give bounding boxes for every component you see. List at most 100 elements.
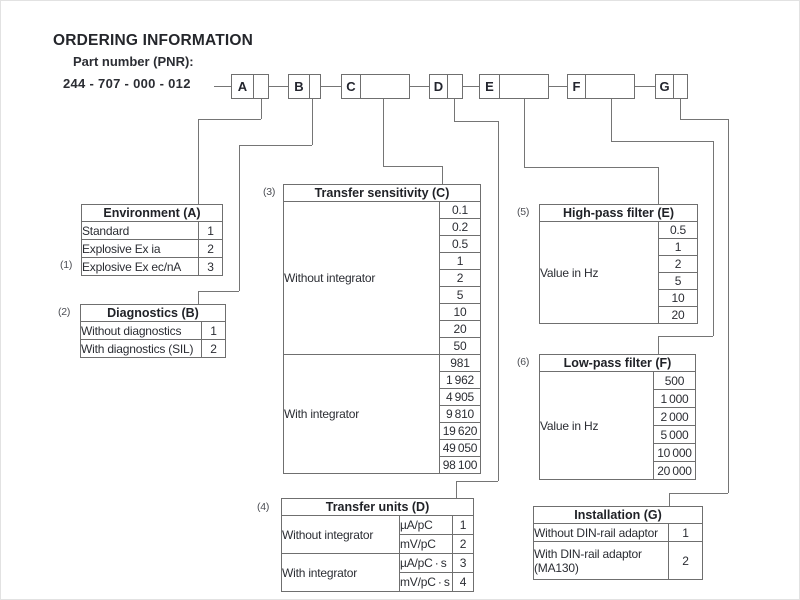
sensitivity-group-label: With integrator <box>283 354 440 474</box>
connector-line <box>454 99 455 121</box>
pnr-box-g-letter: G <box>656 75 674 98</box>
pnr-box-a-letter: A <box>232 75 254 98</box>
pnr-box-c-letter: C <box>342 75 361 98</box>
diagnostics-option: Without diagnostics <box>80 321 202 340</box>
transfer-sensitivity-table: Transfer sensitivity (C) Without integra… <box>283 184 481 474</box>
connector-line <box>198 119 199 204</box>
units-unit: µA/pC · s <box>399 553 453 573</box>
units-code: 4 <box>452 572 474 592</box>
connector-line <box>658 336 713 337</box>
sensitivity-value: 981 <box>439 354 481 372</box>
pnr-box-d-slot <box>448 75 462 98</box>
sensitivity-value: 1 962 <box>439 371 481 389</box>
installation-code: 2 <box>668 541 703 580</box>
highpass-value: 10 <box>658 289 698 307</box>
connector-line <box>198 291 199 304</box>
units-unit: µA/pC <box>399 515 453 535</box>
pnr-box-a: A <box>231 74 269 99</box>
connector-line <box>198 119 261 120</box>
connector-line <box>680 99 681 119</box>
lowpass-value: 500 <box>653 371 696 390</box>
sensitivity-value: 10 <box>439 303 481 321</box>
pnr-box-b-slot <box>310 75 320 98</box>
connector-line <box>410 86 429 87</box>
pnr-box-d: D <box>429 74 463 99</box>
connector-line <box>680 119 728 120</box>
pnr-box-b-letter: B <box>289 75 310 98</box>
connector-line <box>669 493 728 494</box>
connector-line <box>658 336 659 354</box>
pnr-box-f-slot <box>586 75 634 98</box>
pnr-box-e: E <box>479 74 549 99</box>
sensitivity-value: 0.2 <box>439 218 481 236</box>
lowpass-value: 10 000 <box>653 443 696 462</box>
connector-line <box>321 86 341 87</box>
sensitivity-value: 98 100 <box>439 456 481 474</box>
units-code: 3 <box>452 553 474 573</box>
diagnostics-option: With diagnostics (SIL) <box>80 339 202 358</box>
connector-line <box>524 99 525 167</box>
connector-line <box>214 86 231 87</box>
units-code: 1 <box>452 515 474 535</box>
highpass-value: 5 <box>658 272 698 290</box>
highpass-value: 20 <box>658 306 698 324</box>
connector-line <box>524 167 658 168</box>
units-group-label: With integrator <box>281 553 400 592</box>
sensitivity-value: 49 050 <box>439 439 481 457</box>
connector-line <box>456 481 498 482</box>
connector-line <box>611 99 612 141</box>
environment-option: Explosive Ex ia <box>81 239 199 258</box>
connector-line <box>239 145 240 291</box>
highpass-value: 2 <box>658 255 698 273</box>
installation-table-title: Installation (G) <box>533 506 703 524</box>
highpass-group-label: Value in Hz <box>539 221 659 324</box>
units-unit: mV/pC · s <box>399 572 453 592</box>
pnr-label: Part number (PNR): <box>73 54 194 69</box>
connector-line <box>658 167 659 204</box>
units-unit: mV/pC <box>399 534 453 554</box>
pnr-box-f: F <box>567 74 635 99</box>
units-group-label: Without integrator <box>281 515 400 554</box>
lowpass-group-label: Value in Hz <box>539 371 654 480</box>
footnote-marker-5: (5) <box>517 206 530 218</box>
connector-line <box>456 481 457 498</box>
sensitivity-value: 4 905 <box>439 388 481 406</box>
environment-code: 2 <box>198 239 223 258</box>
pnr-box-d-letter: D <box>430 75 448 98</box>
installation-code: 1 <box>668 523 703 542</box>
connector-line <box>454 121 498 122</box>
sensitivity-value: 50 <box>439 337 481 355</box>
lowpass-filter-table-title: Low-pass filter (F) <box>539 354 696 372</box>
connector-line <box>383 166 442 167</box>
environment-code: 3 <box>198 257 223 276</box>
connector-line <box>261 99 262 119</box>
pnr-box-c-slot <box>361 75 409 98</box>
footnote-marker-2: (2) <box>58 306 71 318</box>
footnote-marker-3: (3) <box>263 186 276 198</box>
pnr-box-g: G <box>655 74 688 99</box>
highpass-filter-table-title: High-pass filter (E) <box>539 204 698 222</box>
footnote-marker-6: (6) <box>517 356 530 368</box>
pnr-box-e-slot <box>500 75 548 98</box>
connector-line <box>442 166 443 184</box>
connector-line <box>611 141 713 142</box>
environment-code: 1 <box>198 221 223 240</box>
footnote-marker-4: (4) <box>257 501 270 513</box>
lowpass-value: 20 000 <box>653 461 696 480</box>
sensitivity-value: 0.5 <box>439 235 481 253</box>
transfer-units-table-title: Transfer units (D) <box>281 498 474 516</box>
diagnostics-code: 2 <box>201 339 226 358</box>
pnr-value: 244 - 707 - 000 - 012 <box>63 76 191 91</box>
connector-line <box>728 119 729 493</box>
lowpass-value: 2 000 <box>653 407 696 426</box>
lowpass-value: 1 000 <box>653 389 696 408</box>
pnr-box-a-slot <box>254 75 268 98</box>
lowpass-value: 5 000 <box>653 425 696 444</box>
pnr-box-b: B <box>288 74 321 99</box>
pnr-box-e-letter: E <box>480 75 500 98</box>
transfer-sensitivity-table-title: Transfer sensitivity (C) <box>283 184 481 202</box>
